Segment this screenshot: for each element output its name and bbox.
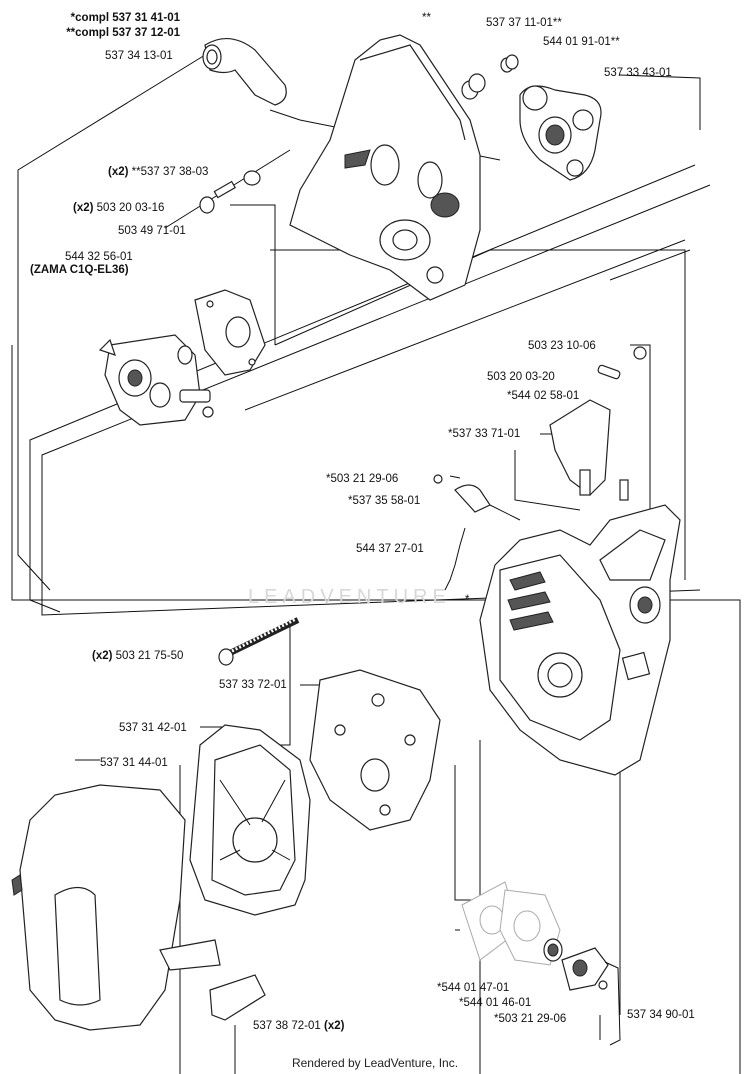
label-double-asterisk: ** <box>422 12 431 24</box>
label-544-01-47-01: *544 01 47-01 <box>437 982 510 994</box>
label-537-34-90-01: 537 34 90-01 <box>627 1009 695 1021</box>
label-asterisk: * <box>465 594 470 606</box>
flange-part <box>519 85 602 181</box>
label-537-34-13-01: 537 34 13-01 <box>105 50 173 62</box>
elbow-hose-part <box>202 38 287 106</box>
filter-plate-part <box>309 669 441 831</box>
label-503-49-71-01: 503 49 71-01 <box>118 225 186 237</box>
label-544-01-91-01: 544 01 91-01** <box>543 36 620 48</box>
label-537-37-11-01: 537 37 11-01** <box>486 17 562 29</box>
label-503-20-03-16: (x2) 503 20 03-16 <box>73 202 165 214</box>
label-537-35-58-01: *537 35 58-01 <box>348 495 421 507</box>
intake-bracket-part <box>289 34 481 301</box>
label-503-21-29-06-a: *503 21 29-06 <box>326 473 399 485</box>
label-537-33-43-01: 537 33 43-01 <box>604 67 672 79</box>
carburetor-part <box>98 334 214 426</box>
watermark: LEADVENTURE <box>248 586 451 608</box>
filter-housing-part <box>479 504 681 776</box>
label-544-37-27-01: 544 37 27-01 <box>356 543 424 555</box>
bushing-parts <box>461 54 519 100</box>
label-544-01-46-01: *544 01 46-01 <box>459 997 532 1009</box>
label-compl-2: **compl 537 37 12-01 <box>66 27 180 39</box>
carburetor-gasket-part <box>194 289 266 376</box>
label-544-32-56-01: 544 32 56-01 <box>65 251 133 263</box>
air-filter-frame-part <box>189 724 311 916</box>
label-503-21-29-06-b: *503 21 29-06 <box>494 1013 567 1025</box>
label-compl-1: *compl 537 31 41-01 <box>70 12 180 24</box>
long-screw-part <box>218 617 300 666</box>
label-537-31-42-01: 537 31 42-01 <box>119 722 187 734</box>
label-537-31-44-01: 537 31 44-01 <box>100 757 168 769</box>
label-537-33-71-01: *537 33 71-01 <box>448 428 521 440</box>
label-503-21-75-50: (x2) 503 21 75-50 <box>92 650 184 662</box>
label-zama: (ZAMA C1Q-EL36) <box>30 264 129 276</box>
adapter-parts <box>461 881 621 1046</box>
label-503-20-03-20: 503 20 03-20 <box>487 371 555 383</box>
label-544-02-58-01: *544 02 58-01 <box>507 390 580 402</box>
label-503-23-10-06: 503 23 10-06 <box>528 340 596 352</box>
label-537-38-72-01: 537 38 72-01 (x2) <box>253 1020 345 1032</box>
footer-credit: Rendered by LeadVenture, Inc. <box>291 1056 459 1070</box>
label-537-37-38-03: (x2) **537 37 38-03 <box>108 166 209 178</box>
filter-cover-part <box>11 784 266 1031</box>
choke-parts <box>433 346 647 591</box>
label-537-33-72-01: 537 33 72-01 <box>219 679 287 691</box>
screw-parts-upper <box>199 170 261 214</box>
